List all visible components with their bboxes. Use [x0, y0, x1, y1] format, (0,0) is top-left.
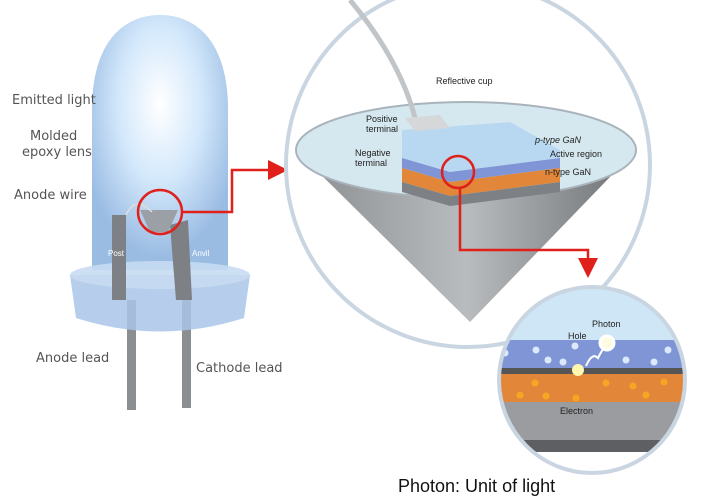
label-photon: Photon: [592, 319, 621, 329]
label-anode-wire: Anode wire: [14, 188, 87, 203]
epoxy-dome: [92, 15, 228, 270]
arrow-to-junction: [458, 188, 598, 278]
electrons: [516, 378, 668, 402]
chip-magnified-view: [284, 0, 652, 349]
label-negative-2: terminal: [355, 158, 387, 168]
junction-n-layer: [499, 374, 685, 402]
label-hole: Hole: [568, 331, 587, 341]
label-p-type: p-type GaN: [534, 135, 582, 145]
label-active-region: Active region: [550, 149, 602, 159]
magnify-circle-chip: [440, 154, 476, 190]
label-emitted-light: Emitted light: [12, 93, 96, 108]
label-positive-1: Positive: [366, 114, 398, 124]
n-type-layer: [402, 168, 560, 196]
caption: Photon: Unit of light: [398, 476, 555, 496]
label-negative-1: Negative: [355, 148, 391, 158]
photon-burst-icon: [598, 334, 616, 352]
post: [112, 215, 126, 300]
cathode-lead-pin: [182, 300, 191, 408]
wire: [348, 0, 418, 119]
led-body: [70, 15, 250, 410]
label-n-type: n-type GaN: [545, 167, 591, 177]
positive-terminal: [405, 115, 450, 131]
label-cathode-lead: Cathode lead: [196, 361, 283, 376]
anode-wire: [125, 203, 153, 216]
junction-magnified-view: [497, 285, 687, 475]
junction-p-layer: [499, 340, 685, 368]
label-lens-2: epoxy lens: [22, 145, 92, 160]
label-electron: Electron: [560, 406, 593, 416]
anvil: [170, 220, 192, 300]
recombination-flash: [572, 364, 584, 376]
label-lens-1: Molded: [30, 129, 77, 144]
arrow-to-chip: [182, 160, 288, 214]
label-anvil: Anvil: [192, 249, 210, 258]
label-reflective-cup: Reflective cup: [436, 76, 493, 86]
label-post: Post: [108, 249, 125, 258]
label-anode-lead: Anode lead: [36, 351, 109, 366]
label-positive-2: terminal: [366, 124, 398, 134]
anode-lead-pin: [127, 300, 136, 410]
